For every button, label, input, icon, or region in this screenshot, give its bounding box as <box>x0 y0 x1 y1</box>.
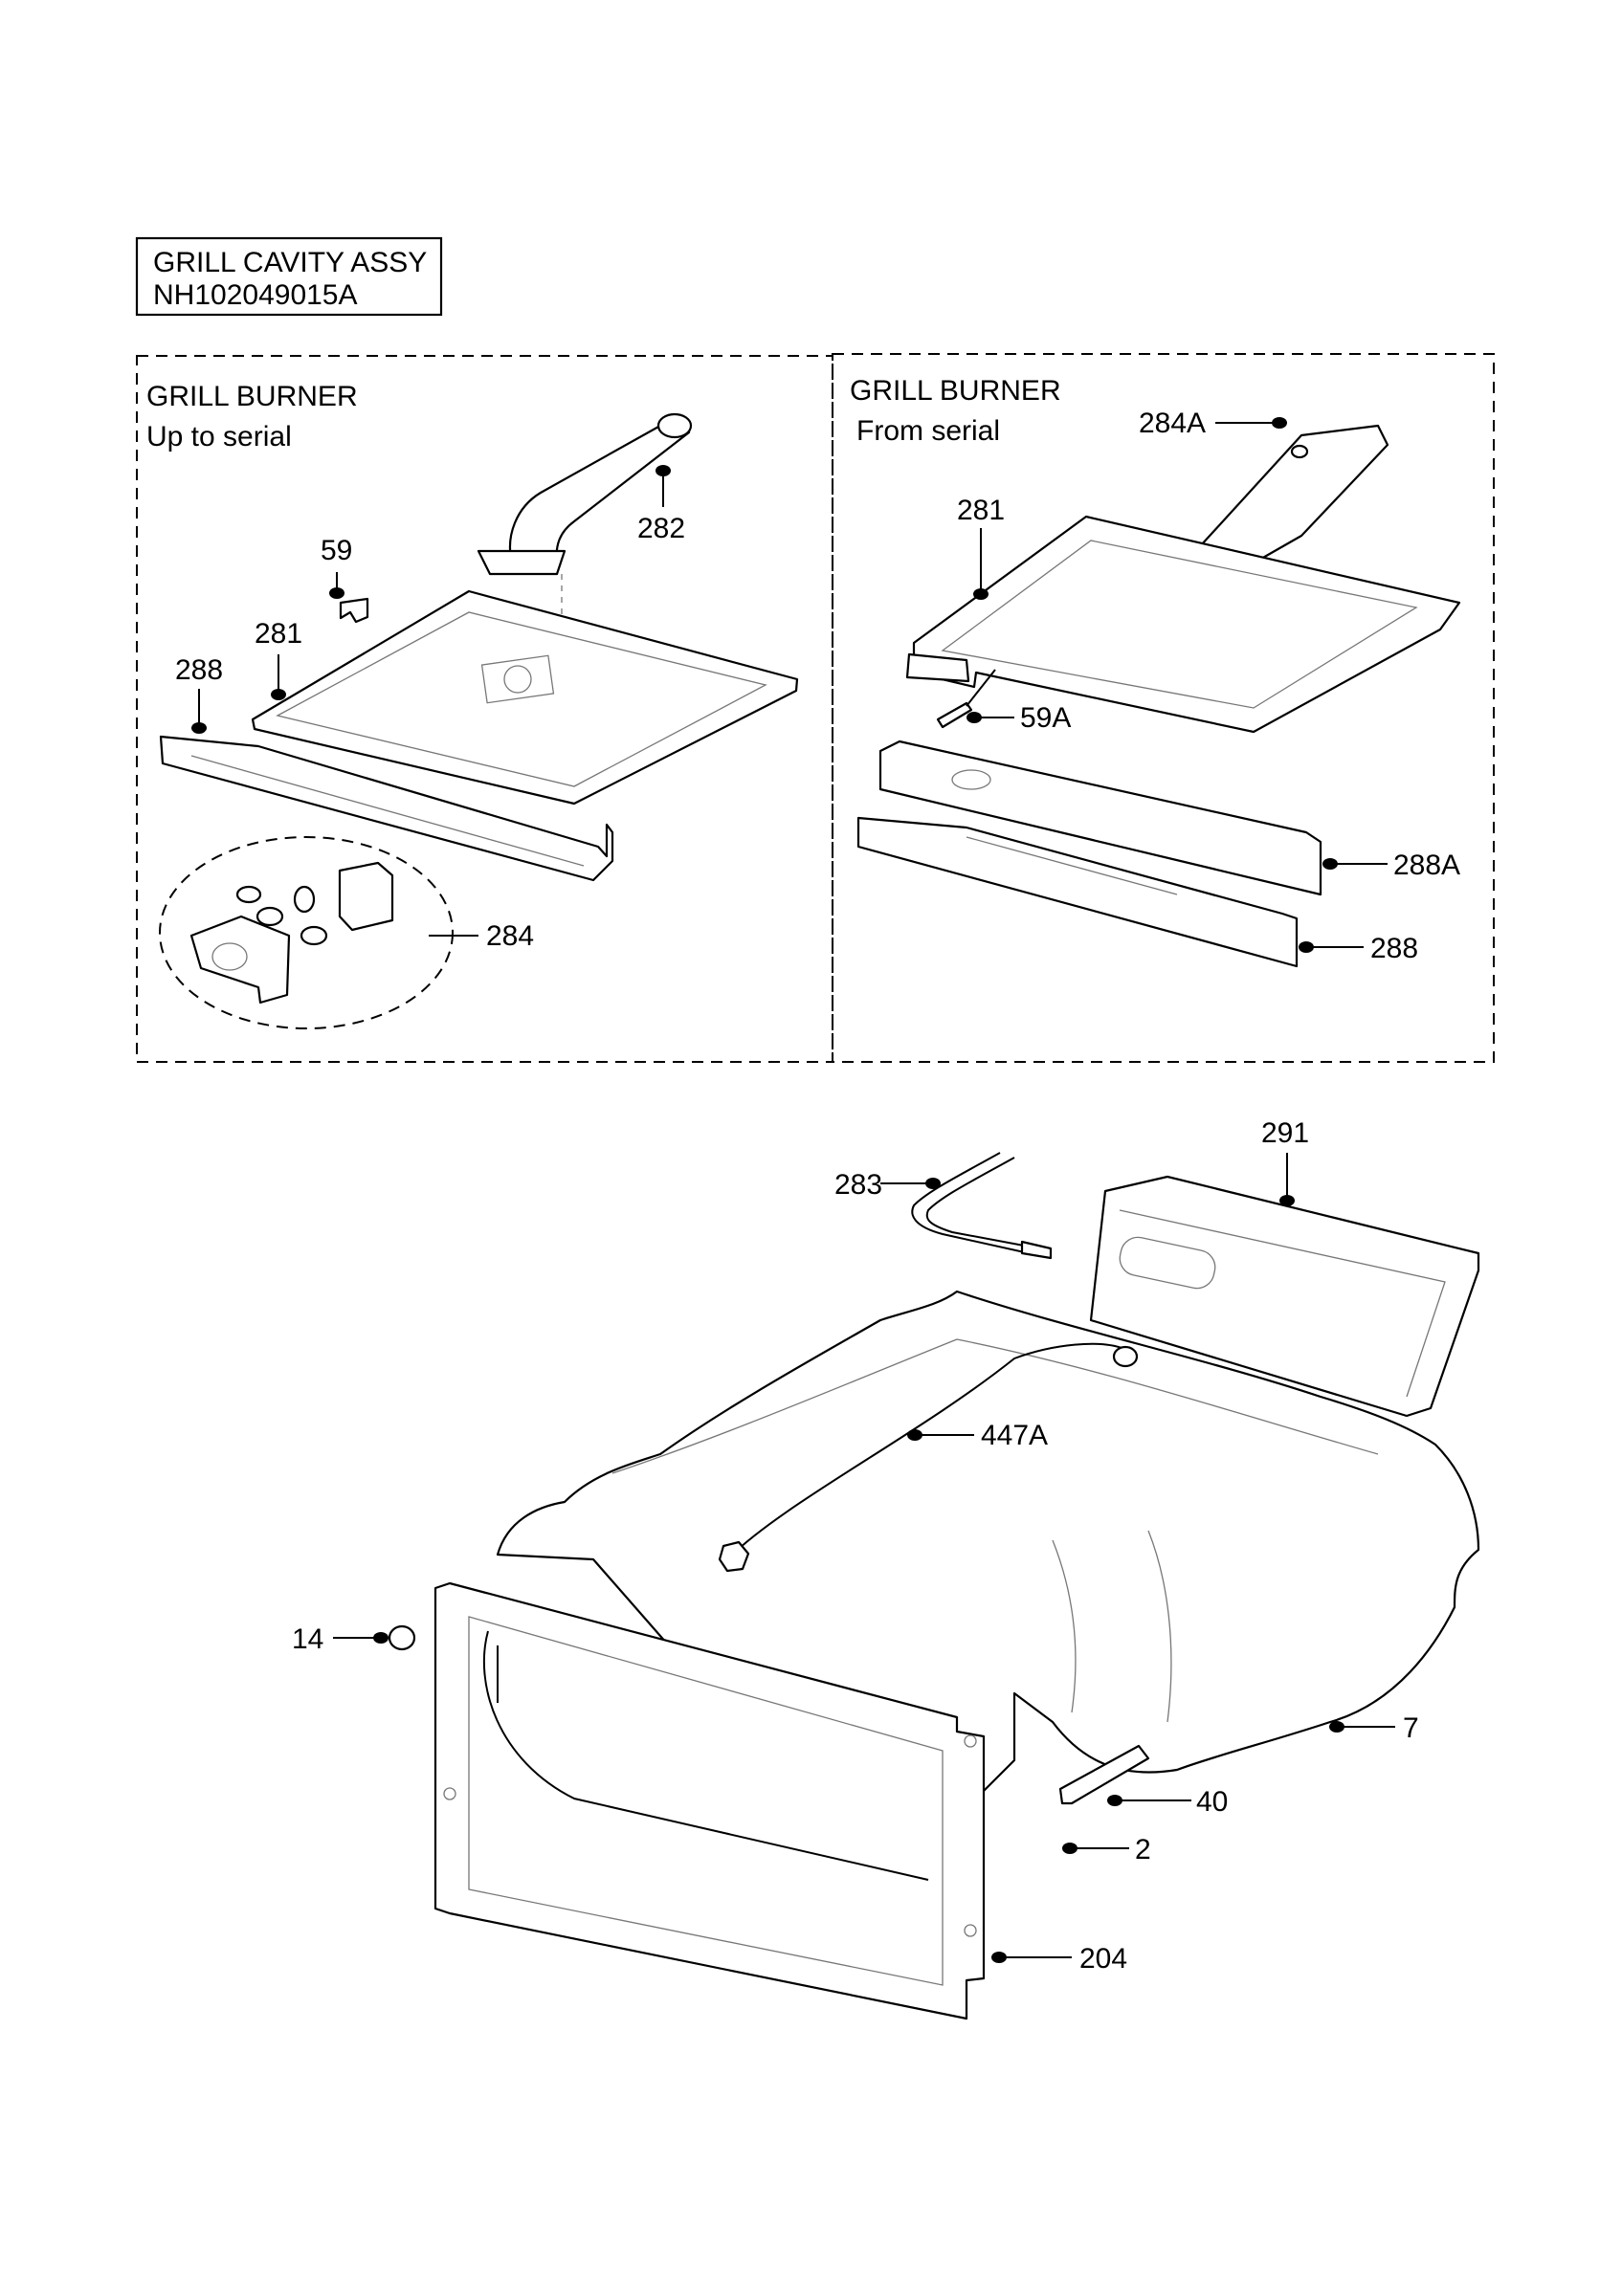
plug-14 <box>388 1624 416 1651</box>
back-duct-291 <box>1089 1175 1480 1418</box>
callout-59: 59 <box>321 535 352 599</box>
callout-284: 284 <box>429 920 534 952</box>
callout-281-left: 281 <box>255 618 302 700</box>
callout-288-left: 288 <box>175 654 223 734</box>
callout-281-right: 281 <box>957 495 1005 600</box>
panel-left-subtitle: Up to serial <box>146 421 292 453</box>
panel-grill-burner-from-serial: GRILL BURNER From serial <box>832 353 1495 1063</box>
label-291: 291 <box>1261 1117 1309 1149</box>
gas-tube-283 <box>911 1152 1053 1260</box>
callout-283: 283 <box>834 1169 941 1201</box>
label-284A: 284A <box>1139 408 1206 439</box>
label-447A: 447A <box>981 1420 1048 1451</box>
rail-288-left <box>159 735 614 882</box>
cavity-assembly: 291 283 447A 14 7 40 <box>292 1117 1480 2020</box>
label-7: 7 <box>1403 1712 1419 1744</box>
label-14: 14 <box>292 1623 323 1655</box>
panel-left-title: GRILL BURNER <box>146 381 358 412</box>
callout-59A: 59A <box>967 702 1071 734</box>
label-2: 2 <box>1135 1834 1151 1866</box>
label-59A: 59A <box>1020 702 1071 734</box>
callout-7: 7 <box>1329 1712 1419 1744</box>
callout-40: 40 <box>1107 1786 1228 1818</box>
assembly-title-box: GRILL CAVITY ASSY NH102049015A <box>135 236 443 317</box>
panel-right-title: GRILL BURNER <box>850 375 1061 407</box>
callout-282: 282 <box>637 465 685 544</box>
rail-288-right <box>856 816 1299 968</box>
callout-204: 204 <box>991 1943 1127 1975</box>
label-281-right: 281 <box>957 495 1005 526</box>
bracket-40 <box>1058 1744 1150 1805</box>
label-282: 282 <box>637 513 685 544</box>
label-288A: 288A <box>1393 850 1460 881</box>
wire-447A <box>718 1342 1139 1573</box>
label-40: 40 <box>1196 1786 1228 1818</box>
label-204: 204 <box>1079 1943 1127 1975</box>
panel-right-subtitle: From serial <box>856 415 1000 447</box>
electrode-59A <box>936 669 996 729</box>
callout-284A: 284A <box>1139 408 1287 439</box>
burner-plate-281-left <box>251 589 799 806</box>
label-284: 284 <box>486 920 534 952</box>
callout-288A: 288A <box>1322 850 1460 881</box>
assembly-code: NH102049015A <box>153 279 358 311</box>
label-283: 283 <box>834 1169 882 1201</box>
callout-447A: 447A <box>907 1420 1048 1451</box>
callout-14: 14 <box>292 1623 389 1655</box>
ignition-kit-284 <box>159 836 454 1029</box>
label-281-left: 281 <box>255 618 302 650</box>
panel-grill-burner-up-to-serial: GRILL BURNER Up to serial <box>136 355 833 1063</box>
callout-288-right: 288 <box>1299 933 1418 964</box>
label-288-left: 288 <box>175 654 223 686</box>
burner-plate-281-right <box>905 515 1461 734</box>
callout-291: 291 <box>1261 1117 1309 1206</box>
assembly-name: GRILL CAVITY ASSY <box>153 247 427 278</box>
bracket-59 <box>339 597 369 624</box>
callout-2: 2 <box>1062 1834 1151 1866</box>
label-288-right: 288 <box>1370 933 1418 964</box>
label-59: 59 <box>321 535 352 566</box>
front-frame-204 <box>433 1581 986 2020</box>
rail-288A <box>878 740 1322 896</box>
